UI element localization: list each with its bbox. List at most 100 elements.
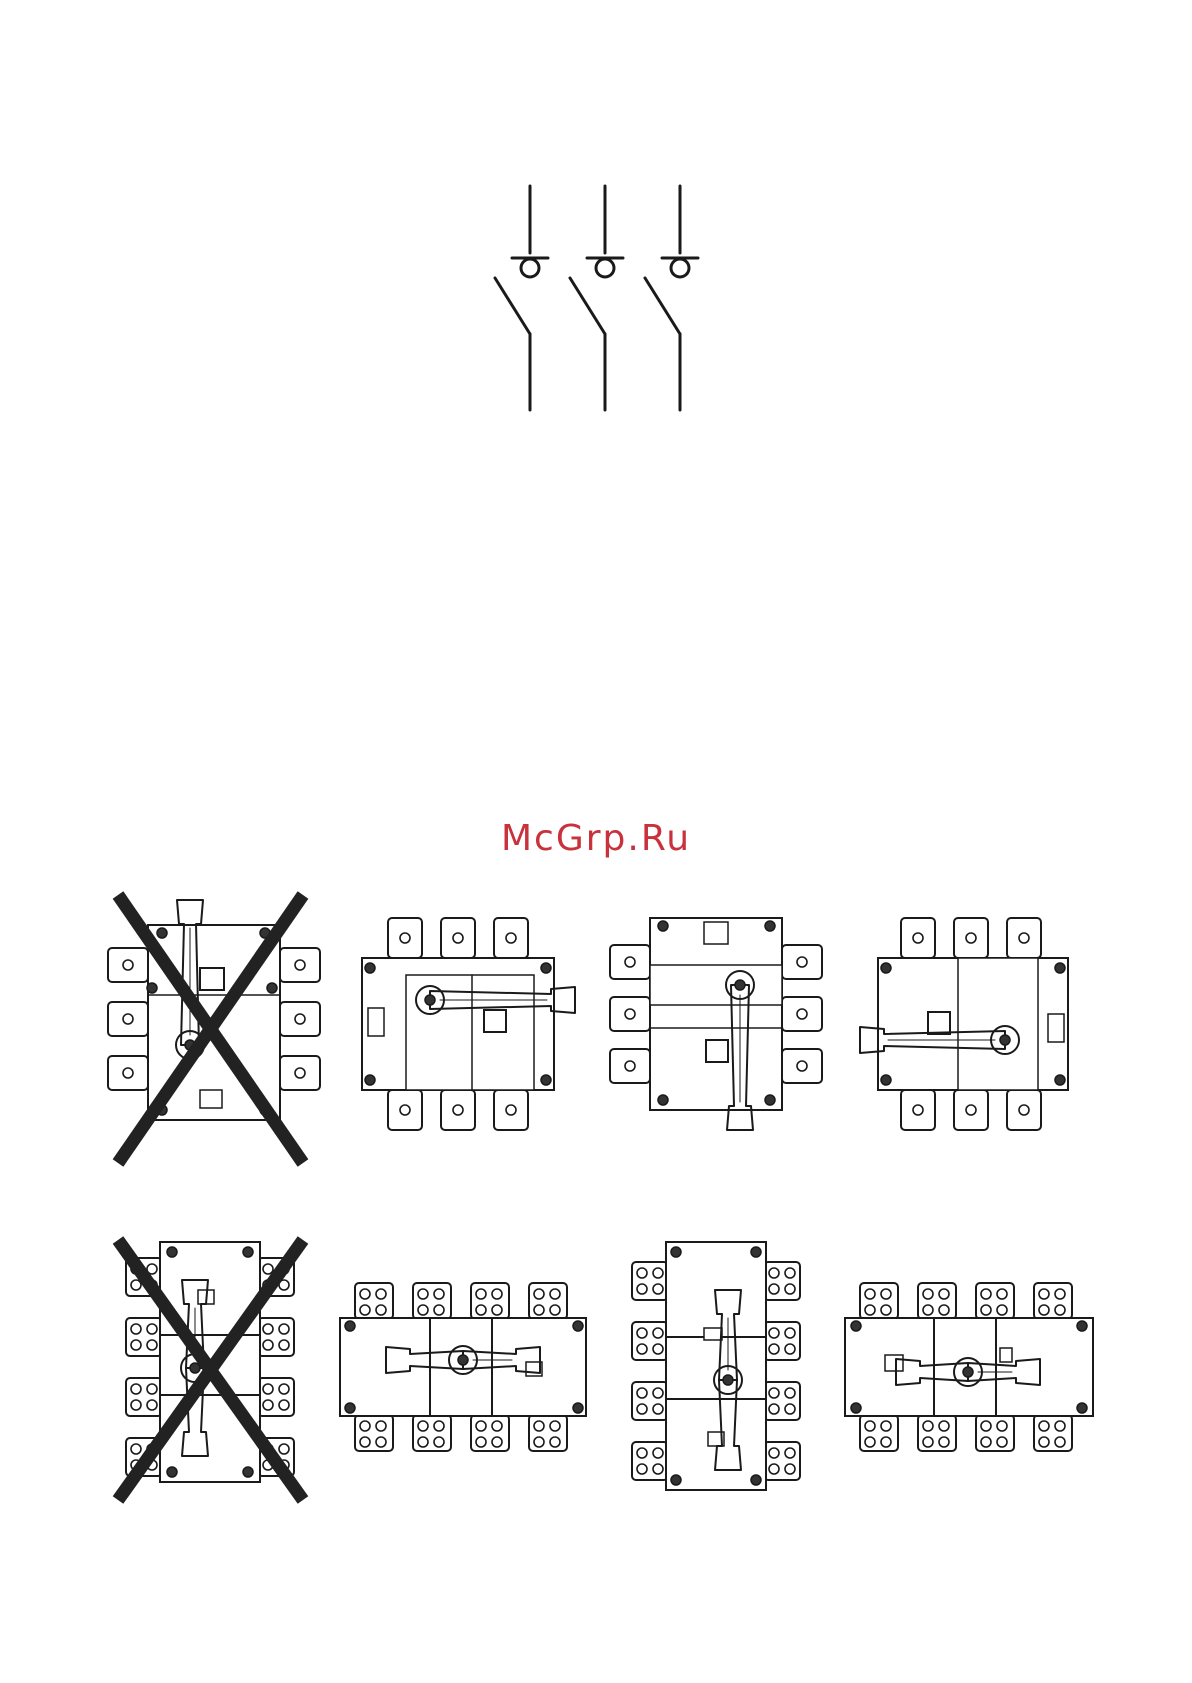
- lug-hole: [123, 1014, 133, 1024]
- handle-pivot: [963, 1367, 973, 1377]
- switch-pole-3: [645, 186, 698, 410]
- lug-hole: [939, 1305, 949, 1315]
- lug-hole: [434, 1421, 444, 1431]
- lug-hole: [123, 1068, 133, 1078]
- lug-hole: [881, 1437, 891, 1447]
- terminal-lug: [764, 1442, 800, 1480]
- lug-hole: [966, 1105, 976, 1115]
- lug-hole: [376, 1289, 386, 1299]
- mounting-row-four-pole: [118, 1240, 1093, 1500]
- lug-hole: [279, 1444, 289, 1454]
- screw: [1077, 1403, 1087, 1413]
- screw: [167, 1247, 177, 1257]
- indicator-window: [200, 1090, 222, 1108]
- lug-hole: [653, 1268, 663, 1278]
- screw: [851, 1403, 861, 1413]
- lug-hole: [769, 1344, 779, 1354]
- mounting-row-three-pole: [108, 895, 1068, 1163]
- screw: [658, 921, 668, 931]
- lug-hole: [797, 957, 807, 967]
- terminal-lug: [764, 1382, 800, 1420]
- lug-hole: [534, 1421, 544, 1431]
- lug-hole: [263, 1384, 273, 1394]
- lug-hole: [769, 1284, 779, 1294]
- lug-hole: [997, 1437, 1007, 1447]
- unit-3: [610, 918, 822, 1130]
- lug-hole: [637, 1464, 647, 1474]
- unit-8: [845, 1283, 1093, 1451]
- lug-hole: [263, 1400, 273, 1410]
- terminal-lug: [632, 1262, 668, 1300]
- lug-hole: [418, 1421, 428, 1431]
- lock-window: [885, 1355, 903, 1371]
- pole-blade: [645, 278, 680, 334]
- lug-hole: [360, 1305, 370, 1315]
- handle-pivot: [190, 1363, 200, 1373]
- handle-pivot: [1000, 1035, 1010, 1045]
- screw: [541, 963, 551, 973]
- indicator-window: [704, 922, 728, 944]
- lug-hole: [434, 1305, 444, 1315]
- lug-hole: [263, 1340, 273, 1350]
- lug-hole: [653, 1344, 663, 1354]
- lug-hole: [492, 1305, 502, 1315]
- lug-hole: [550, 1289, 560, 1299]
- terminal-lug: [632, 1382, 668, 1420]
- lug-hole: [492, 1421, 502, 1431]
- screw: [751, 1475, 761, 1485]
- lug-hole: [400, 933, 410, 943]
- lug-hole: [434, 1289, 444, 1299]
- screw: [851, 1321, 861, 1331]
- screw: [573, 1321, 583, 1331]
- screw: [147, 983, 157, 993]
- screw: [881, 963, 891, 973]
- pole-blade: [495, 278, 530, 334]
- lock-window: [928, 1012, 950, 1034]
- lug-hole: [418, 1289, 428, 1299]
- lug-hole: [476, 1421, 486, 1431]
- terminal-lug: [258, 1378, 294, 1416]
- screw: [1055, 1075, 1065, 1085]
- lug-hole: [785, 1344, 795, 1354]
- lug-hole: [939, 1437, 949, 1447]
- screw: [243, 1247, 253, 1257]
- lug-hole: [785, 1448, 795, 1458]
- lug-hole: [1019, 933, 1029, 943]
- lug-hole: [1039, 1305, 1049, 1315]
- terminal-lug: [258, 1318, 294, 1356]
- lug-hole: [1019, 1105, 1029, 1115]
- screw: [671, 1475, 681, 1485]
- lug-hole: [1055, 1421, 1065, 1431]
- unit-1: [108, 895, 320, 1163]
- screw: [345, 1403, 355, 1413]
- screw: [365, 1075, 375, 1085]
- lug-hole: [785, 1268, 795, 1278]
- lug-hole: [492, 1289, 502, 1299]
- indicator-window: [704, 1328, 722, 1340]
- handle-pivot: [735, 980, 745, 990]
- pole-contact-ring: [671, 259, 689, 277]
- lug-hole: [785, 1388, 795, 1398]
- lug-hole: [881, 1305, 891, 1315]
- lug-hole: [785, 1284, 795, 1294]
- lug-hole: [534, 1305, 544, 1315]
- lug-hole: [939, 1421, 949, 1431]
- lug-hole: [434, 1437, 444, 1447]
- lug-hole: [534, 1437, 544, 1447]
- lug-hole: [279, 1324, 289, 1334]
- lug-hole: [785, 1464, 795, 1474]
- lug-hole: [1039, 1437, 1049, 1447]
- switch-schematic-symbol: [495, 186, 698, 410]
- screw: [365, 963, 375, 973]
- unit-4: [860, 918, 1068, 1130]
- lug-hole: [279, 1400, 289, 1410]
- screw: [671, 1247, 681, 1257]
- lug-hole: [625, 1009, 635, 1019]
- switch-body: [650, 918, 782, 1110]
- indicator-window: [1048, 1014, 1064, 1042]
- lug-hole: [147, 1384, 157, 1394]
- handle-pivot: [458, 1355, 468, 1365]
- screw: [881, 1075, 891, 1085]
- lug-hole: [865, 1289, 875, 1299]
